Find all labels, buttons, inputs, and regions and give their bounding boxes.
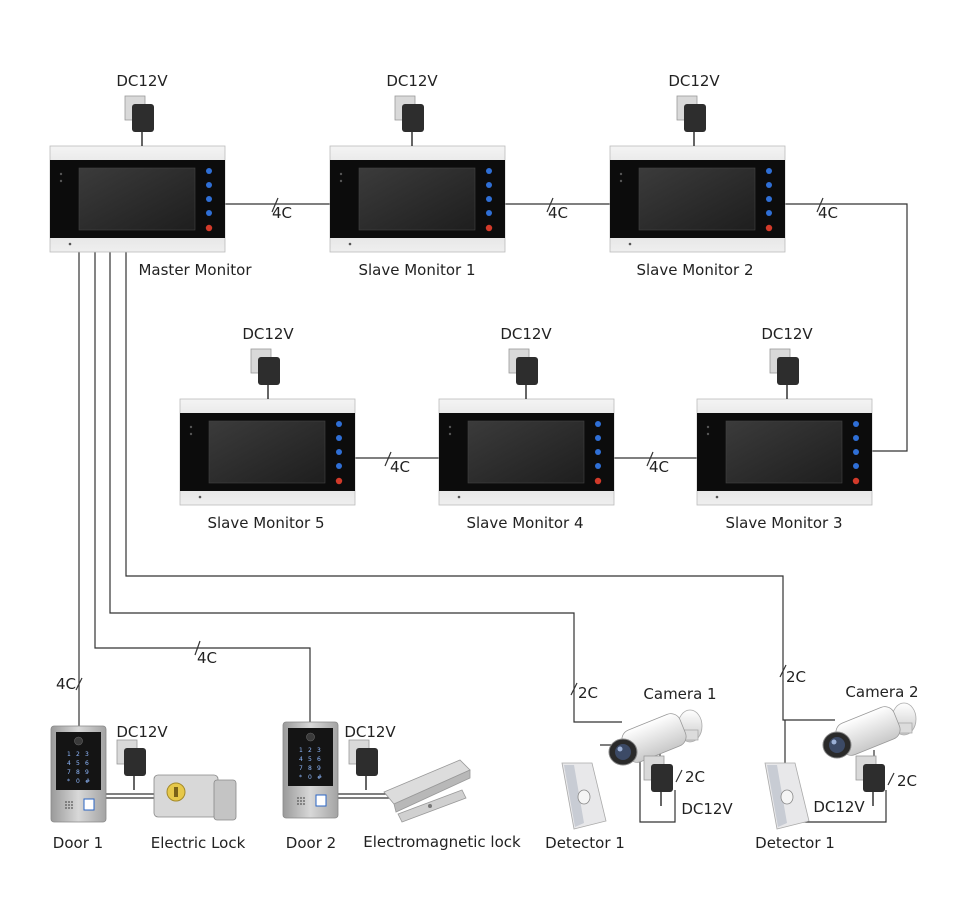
detector-2-label: Detector 1 [755, 834, 835, 852]
power-adapter-icon [508, 348, 539, 400]
power-adapter-icon [769, 348, 800, 400]
electric-lock-icon [153, 774, 237, 821]
wire-master-camera1 [109, 252, 622, 723]
power-adapter-icon [348, 739, 379, 791]
wire-label: 4C [272, 204, 292, 222]
slave-monitor-3-label: Slave Monitor 3 [725, 514, 842, 532]
master-monitor-label: Master Monitor [138, 261, 252, 279]
detector-1-icon [561, 762, 607, 830]
wire-label: 4C [818, 204, 838, 222]
wire-label: 4C [197, 649, 217, 667]
wire-label: 2C [897, 772, 917, 790]
slave-monitor-3 [696, 398, 873, 506]
power-adapter-icon [116, 739, 147, 791]
detector-2-icon [764, 762, 810, 830]
power-label: DC12V [386, 72, 438, 90]
power-label: DC12V [761, 325, 813, 343]
wire-label: 4C [548, 204, 568, 222]
slave-monitor-2 [609, 145, 786, 253]
slave-monitor-1 [329, 145, 506, 253]
door-station-2 [282, 721, 339, 819]
door-1-label: Door 1 [53, 834, 103, 852]
door-2-label: Door 2 [286, 834, 336, 852]
door-station-1 [50, 725, 107, 823]
slave-monitor-4-label: Slave Monitor 4 [466, 514, 583, 532]
camera-2-label: Camera 2 [845, 683, 918, 701]
wire-door2-lock [337, 793, 389, 799]
wire-master-camera2 [125, 252, 835, 721]
master-monitor [49, 145, 226, 253]
wire-label: 4C [390, 458, 410, 476]
slave-monitor-4 [438, 398, 615, 506]
slave-monitor-5-label: Slave Monitor 5 [207, 514, 324, 532]
wire-label: 2C [685, 768, 705, 786]
power-label: DC12V [681, 800, 733, 818]
power-label: DC12V [242, 325, 294, 343]
wire-label: 4C [649, 458, 669, 476]
wire-master-door2 [94, 252, 311, 722]
camera-1-label: Camera 1 [643, 685, 716, 703]
slave-monitor-5 [179, 398, 356, 506]
power-adapter-icon [676, 95, 707, 147]
power-adapter-icon [250, 348, 281, 400]
power-adapter-icon [124, 95, 155, 147]
power-label: DC12V [668, 72, 720, 90]
electromagnetic-lock-label: Electromagnetic lock [363, 833, 521, 851]
detector-1-label: Detector 1 [545, 834, 625, 852]
electromagnetic-lock-icon [383, 759, 471, 823]
wire-label: 2C [786, 668, 806, 686]
power-label: DC12V [344, 723, 396, 741]
power-label: DC12V [500, 325, 552, 343]
wire-door1-lock [106, 793, 160, 799]
power-adapter-icon [643, 755, 674, 807]
wire-label: 2C [578, 684, 598, 702]
electric-lock-label: Electric Lock [151, 834, 246, 852]
power-label: DC12V [116, 723, 168, 741]
camera-2-icon [822, 702, 917, 759]
power-label: DC12V [116, 72, 168, 90]
wire-label: 4C [56, 675, 76, 693]
wire-slave2-slave3 [784, 203, 908, 452]
slave-monitor-2-label: Slave Monitor 2 [636, 261, 753, 279]
power-label: DC12V [813, 798, 865, 816]
slave-monitor-1-label: Slave Monitor 1 [358, 261, 475, 279]
power-adapter-icon [394, 95, 425, 147]
wire-marks [75, 197, 895, 786]
